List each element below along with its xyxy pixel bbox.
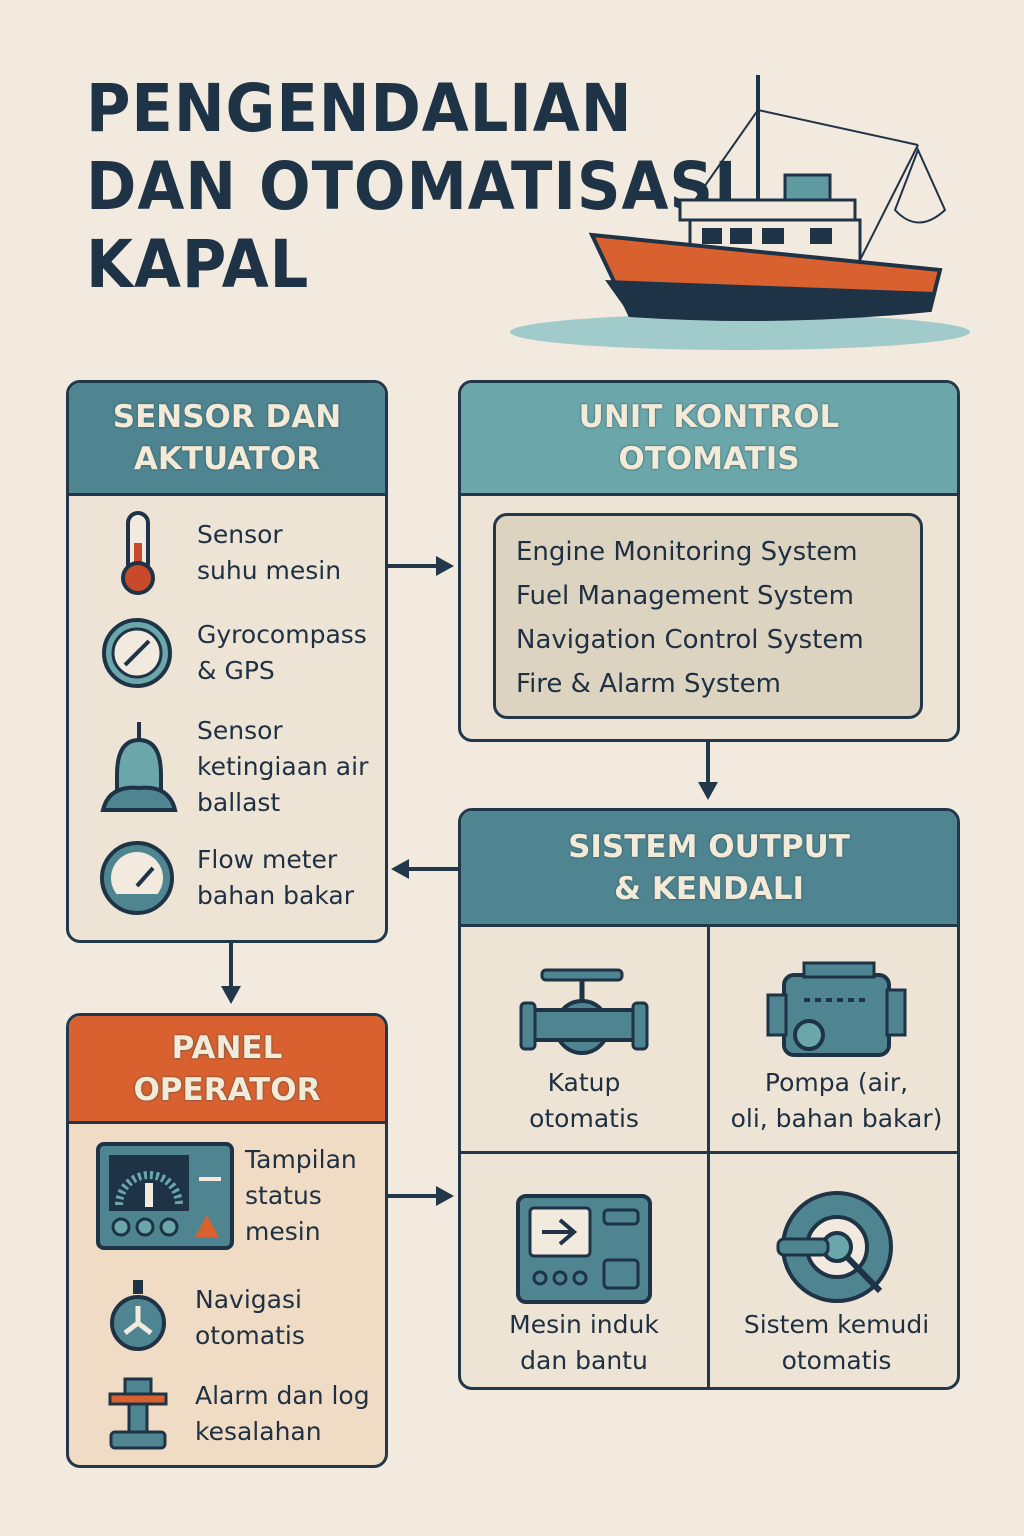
thermometer-icon bbox=[121, 511, 155, 595]
arrowhead-icon bbox=[698, 782, 718, 800]
ship-illustration bbox=[510, 75, 970, 350]
output-label: Katup otomatis bbox=[529, 1068, 639, 1133]
output-cell: Mesin induk dan bantu bbox=[461, 1154, 707, 1387]
sensor-item: Flow meter bahan bakar bbox=[97, 838, 354, 918]
engine-panel-icon bbox=[516, 1194, 652, 1304]
operator-item: Navigasi otomatis bbox=[105, 1278, 305, 1358]
dashboard-icon bbox=[96, 1142, 234, 1250]
sensor-item: Gyrocompass & GPS bbox=[99, 615, 367, 691]
sensor-label: Flow meter bahan bakar bbox=[197, 845, 354, 910]
arrow-sensor-to-control bbox=[388, 564, 440, 568]
output-label: Mesin induk dan bantu bbox=[509, 1310, 659, 1375]
arrow-sensor-to-operator bbox=[229, 943, 233, 989]
title-line: PENGENDALIAN bbox=[86, 70, 633, 147]
system-item: Fuel Management System bbox=[516, 581, 854, 611]
grid-divider bbox=[461, 1151, 957, 1154]
control-unit-panel: UNIT KONTROL OTOMATIS Engine Monitoring … bbox=[458, 380, 960, 742]
navigation-icon bbox=[110, 1280, 166, 1351]
output-label: Sistem kemudi otomatis bbox=[743, 1310, 930, 1375]
output-cell: Katup otomatis bbox=[461, 927, 707, 1151]
arrow-operator-to-output bbox=[388, 1194, 440, 1198]
operator-panel: PANEL OPERATOR Tampilan status mesin Nav… bbox=[66, 1013, 388, 1468]
title-line: DAN OTOMATISASI bbox=[86, 148, 738, 225]
output-control-panel: SISTEM OUTPUT & KENDALI Katup otomatis P… bbox=[458, 808, 960, 1390]
sensor-actuator-panel: SENSOR DAN AKTUATOR Sensor suhu mesin Gy… bbox=[66, 380, 388, 943]
operator-item: Alarm dan log kesalahan bbox=[105, 1374, 370, 1454]
output-cell: Sistem kemudi otomatis bbox=[710, 1154, 957, 1387]
title-line: KAPAL bbox=[86, 226, 310, 303]
sensor-item: Sensor ketingiaan air ballast bbox=[99, 713, 368, 821]
operator-item: Tampilan status mesin bbox=[95, 1141, 357, 1251]
page-title: PENGENDALIAN DAN OTOMATISASI KAPAL bbox=[86, 70, 738, 304]
pump-icon bbox=[766, 961, 907, 1057]
arrowhead-icon bbox=[221, 986, 241, 1004]
operator-header: PANEL OPERATOR bbox=[69, 1016, 385, 1124]
sensor-label: Sensor ketingiaan air ballast bbox=[197, 716, 369, 817]
compass-icon bbox=[102, 618, 172, 688]
system-item: Engine Monitoring System bbox=[516, 537, 858, 567]
systems-list: Engine Monitoring System Fuel Management… bbox=[493, 513, 923, 719]
grid-divider bbox=[707, 927, 710, 1387]
output-cell: Pompa (air, oli, bahan bakar) bbox=[710, 927, 957, 1151]
control-header: UNIT KONTROL OTOMATIS bbox=[461, 383, 957, 496]
gauge-icon bbox=[100, 841, 174, 915]
alarm-icon bbox=[108, 1377, 168, 1450]
sensor-label: Sensor suhu mesin bbox=[197, 520, 342, 585]
sensor-item: Sensor suhu mesin bbox=[99, 508, 341, 598]
system-item: Fire & Alarm System bbox=[516, 669, 781, 699]
tank-level-icon bbox=[100, 721, 178, 812]
arrowhead-icon bbox=[436, 556, 454, 576]
operator-label: Alarm dan log kesalahan bbox=[195, 1381, 370, 1446]
system-item: Navigation Control System bbox=[516, 625, 864, 655]
sensor-header: SENSOR DAN AKTUATOR bbox=[69, 383, 385, 496]
steering-icon bbox=[776, 1191, 893, 1303]
operator-label: Navigasi otomatis bbox=[195, 1285, 305, 1350]
sensor-label: Gyrocompass & GPS bbox=[197, 620, 367, 685]
arrowhead-icon bbox=[436, 1186, 454, 1206]
output-header: SISTEM OUTPUT & KENDALI bbox=[461, 811, 957, 927]
arrow-output-to-sensor bbox=[405, 867, 458, 871]
arrowhead-icon bbox=[391, 859, 409, 879]
operator-label: Tampilan status mesin bbox=[245, 1145, 357, 1246]
output-label: Pompa (air, oli, bahan bakar) bbox=[730, 1068, 943, 1133]
arrow-control-to-output bbox=[706, 742, 710, 786]
valve-icon bbox=[519, 968, 649, 1055]
